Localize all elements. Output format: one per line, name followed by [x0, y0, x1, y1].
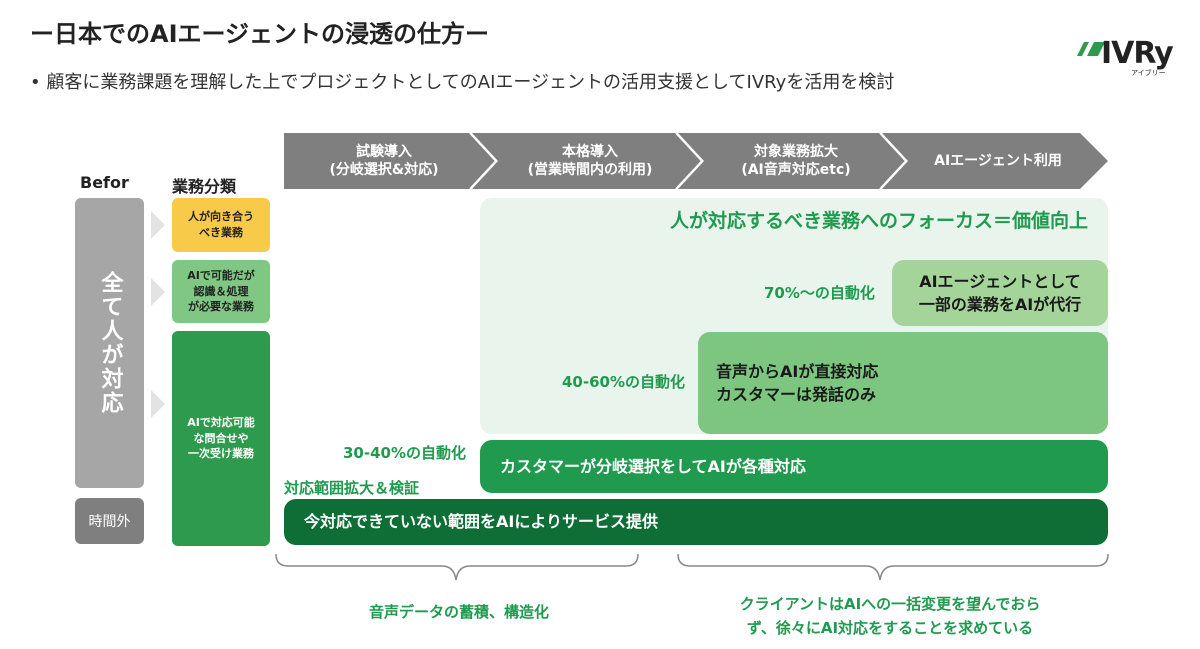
voice-box: 音声からAIが直接対応 カスタマーは発話のみ: [698, 332, 1108, 434]
outside-box-text: 今対応できていない範囲をAIによりサービス提供: [304, 512, 659, 532]
stage-full: 本格導入 (営業時間内の利用): [527, 143, 653, 178]
chevron-shape-4: [882, 133, 1108, 189]
stage-trial: 試験導入 (分岐選択&対応): [329, 143, 439, 178]
page-title: ー日本でのAIエージェントの浸透の仕方ー: [30, 20, 490, 48]
page-subtitle: • 顧客に業務課題を理解した上でプロジェクトとしてのAIエージェントの活用支援と…: [30, 72, 895, 93]
logo-mark-icon: [1077, 42, 1105, 56]
ivry-logo: IVRy アイブリー: [1075, 36, 1185, 78]
stage-expand: 対象業務拡大 (AI音声対応etc): [741, 143, 851, 178]
category-ai-capable: AIで対応可能 な問合せや 一次受け業務: [172, 331, 270, 546]
outside-scope-label: 対応範囲拡大＆検証: [284, 479, 420, 497]
arrow-right-icon: [151, 390, 165, 418]
stage-agent: AIエージェント利用: [934, 152, 1062, 169]
note-voice-data: 音声データの蓄積、構造化: [368, 603, 549, 621]
all-human-label: 全て人が対応: [97, 271, 123, 415]
customer-automation-rate: 30-40%の自動化: [343, 444, 467, 462]
arrow-right-icon: [151, 278, 165, 306]
note-client-request: クライアントはAIへの一括変更を望んでおら ず、徐々にAI対応をすることを求めて…: [739, 595, 1041, 637]
after-hours-label: 時間外: [88, 514, 131, 530]
arrow-right-icon: [151, 211, 165, 239]
customer-box: カスタマーが分岐選択をしてAIが各種対応: [480, 440, 1108, 493]
all-human-block: 全て人が対応: [75, 198, 144, 488]
category-label: 人が向き合う べき業務: [188, 210, 254, 239]
before-heading: Befor: [80, 173, 129, 192]
logo-text: IVRy: [1101, 36, 1174, 71]
after-hours-block: 時間外: [75, 498, 144, 544]
category-human-tasks: 人が向き合う べき業務: [172, 198, 270, 252]
outside-box: 今対応できていない範囲をAIによりサービス提供: [284, 499, 1108, 545]
category-label: AIで可能だが 認識＆処理 が必要な業務: [187, 268, 255, 314]
chevron-shape-3: [678, 133, 906, 189]
chevron-arrow-icon: [284, 133, 1108, 189]
category-label: AIで対応可能 な問合せや 一次受け業務: [187, 415, 255, 461]
agent-automation-rate: 70%〜の自動化: [764, 284, 875, 302]
customer-box-text: カスタマーが分岐選択をしてAIが各種対応: [500, 456, 806, 476]
chevron-shape-2: [472, 133, 702, 189]
voice-automation-rate: 40-60%の自動化: [562, 373, 686, 391]
category-ai-with-processing: AIで可能だが 認識＆処理 が必要な業務: [172, 260, 270, 323]
brace-icon: [275, 553, 1109, 581]
logo-subtext: アイブリー: [1131, 69, 1166, 77]
agent-box-text: AIエージェントとして 一部の業務をAIが代行: [918, 271, 1082, 314]
agent-box: AIエージェントとして 一部の業務をAIが代行: [892, 260, 1108, 326]
stage-chevrons: 試験導入 (分岐選択&対応) 本格導入 (営業時間内の利用) 対象業務拡大 (A…: [284, 133, 1108, 189]
category-heading: 業務分類: [172, 177, 237, 196]
focus-title: 人が対応するべき業務へのフォーカス＝価値向上: [669, 210, 1088, 232]
voice-box-text: 音声からAIが直接対応 カスタマーは発話のみ: [716, 361, 879, 404]
chevron-shape-1: [284, 133, 496, 189]
